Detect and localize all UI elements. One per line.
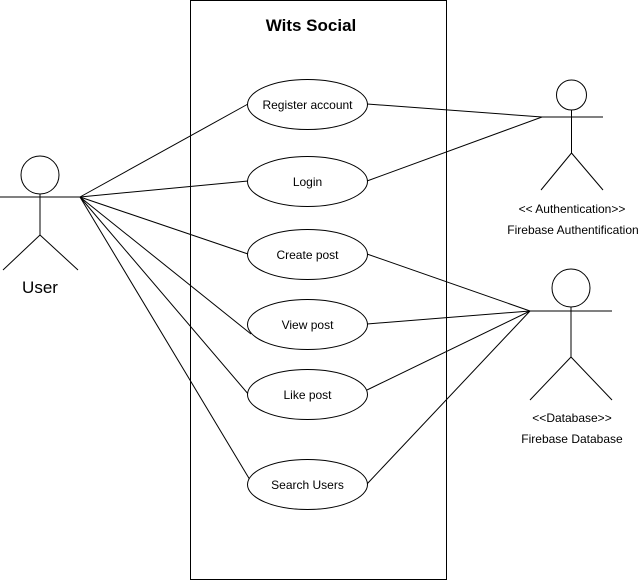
use-case-label: View post xyxy=(282,318,334,332)
association-auth-register xyxy=(366,103,543,118)
actor-firebase-database[interactable]: <<Database>> Firebase Database xyxy=(521,268,623,446)
use-case-create[interactable]: Create post xyxy=(247,229,368,280)
use-case-label: Login xyxy=(293,175,322,189)
association-db-create xyxy=(366,253,531,312)
use-case-login[interactable]: Login xyxy=(247,156,368,207)
association-user-search xyxy=(79,196,251,481)
use-case-label: Register account xyxy=(262,98,353,112)
use-case-register[interactable]: Register account xyxy=(247,79,368,130)
use-case-label: Like post xyxy=(283,388,332,402)
stick-figure-icon xyxy=(540,79,604,191)
use-case-label: Create post xyxy=(276,248,339,262)
association-user-view xyxy=(79,196,252,335)
association-user-like xyxy=(79,196,256,403)
actor-firebase-auth[interactable]: << Authentication>> Firebase Authentific… xyxy=(507,79,639,237)
association-db-view xyxy=(366,310,531,325)
use-case-view[interactable]: View post xyxy=(247,299,368,350)
actor-name: Firebase Authentification xyxy=(507,223,638,237)
association-user-create xyxy=(79,196,249,255)
use-case-like[interactable]: Like post xyxy=(247,369,368,420)
association-db-like xyxy=(366,310,531,391)
actor-user[interactable]: User xyxy=(0,155,80,297)
system-title: Wits Social xyxy=(266,16,357,35)
use-case-search[interactable]: Search Users xyxy=(247,459,368,510)
associations xyxy=(79,103,543,485)
stick-figure-icon xyxy=(529,268,613,401)
actor-stereotype: << Authentication>> xyxy=(519,202,626,216)
actor-name: Firebase Database xyxy=(521,432,623,446)
association-user-register xyxy=(79,103,249,198)
actor-stereotype: <<Database>> xyxy=(532,411,611,425)
stick-figure-icon xyxy=(0,155,80,271)
use-case-label: Search Users xyxy=(271,478,344,492)
actor-name: User xyxy=(22,278,58,297)
association-db-search xyxy=(366,310,531,485)
association-user-login xyxy=(79,180,249,198)
association-auth-login xyxy=(366,116,543,182)
